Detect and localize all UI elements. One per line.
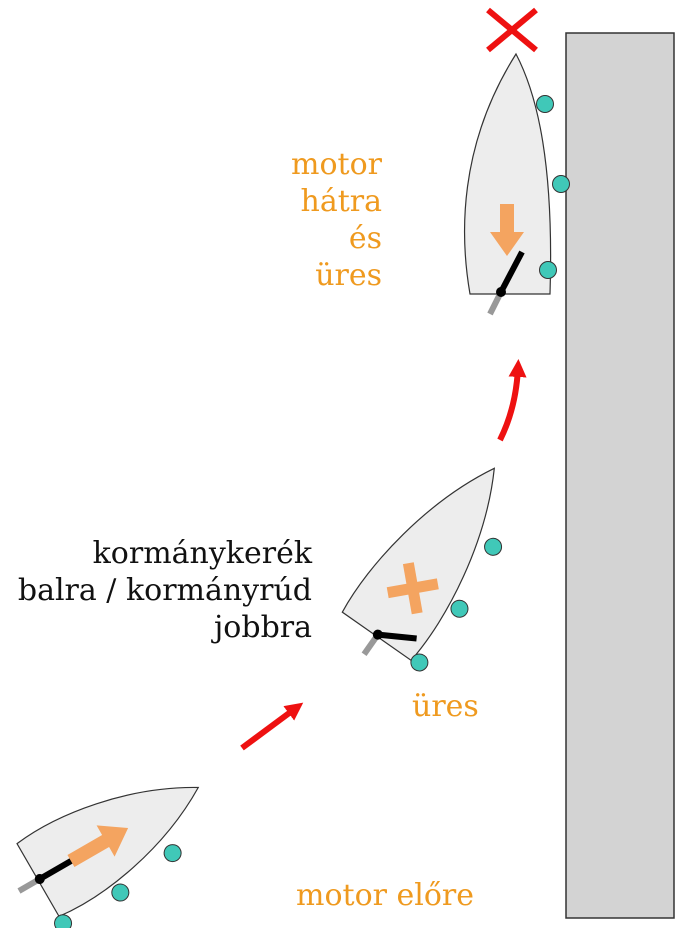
tiller-pivot bbox=[34, 874, 45, 884]
tiller-pivot bbox=[372, 629, 383, 640]
label-steering: kormánykerék balra / kormányrúd jobbra bbox=[0, 535, 312, 646]
label-reverse: motor hátra és üres bbox=[250, 146, 382, 294]
label-line: motor bbox=[291, 147, 382, 182]
boat-reverse bbox=[463, 52, 570, 316]
fender bbox=[484, 537, 503, 556]
label-forward: motor előre bbox=[296, 878, 475, 913]
boat-neutral bbox=[341, 467, 503, 672]
label-neutral: üres bbox=[412, 689, 479, 724]
x-mark-icon bbox=[486, 7, 538, 53]
label-line: kormánykerék bbox=[92, 536, 312, 571]
fender bbox=[539, 261, 557, 279]
arrow-back-icon bbox=[490, 204, 524, 256]
hull bbox=[463, 52, 552, 295]
cross-icon bbox=[386, 562, 439, 615]
pier bbox=[565, 32, 675, 919]
label-line: jobbra bbox=[214, 610, 312, 645]
label-line: hátra bbox=[300, 184, 383, 219]
path-arrow-2 bbox=[497, 359, 527, 442]
fender bbox=[111, 883, 130, 902]
label-line: üres bbox=[315, 258, 382, 293]
fender bbox=[163, 844, 182, 863]
hull bbox=[341, 467, 496, 662]
arrow-forward-icon bbox=[67, 825, 129, 868]
tiller bbox=[377, 631, 417, 642]
tiller bbox=[498, 250, 525, 294]
label-line: és bbox=[348, 221, 382, 256]
fender bbox=[410, 653, 429, 672]
fender bbox=[450, 599, 469, 618]
boat-forward bbox=[16, 786, 200, 928]
fender bbox=[536, 95, 554, 113]
label-line: balra / kormányrúd bbox=[17, 573, 312, 608]
tiller-pivot bbox=[496, 287, 506, 297]
fender bbox=[552, 175, 570, 193]
path-arrow-1 bbox=[240, 702, 304, 751]
